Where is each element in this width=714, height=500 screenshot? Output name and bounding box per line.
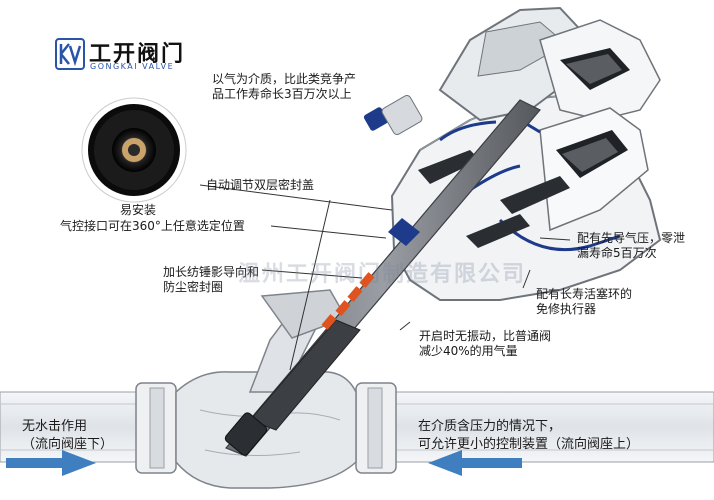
air-port-photo bbox=[81, 97, 187, 203]
note-line: 以气为介质，比此类竞争产 bbox=[212, 72, 357, 86]
note-air-medium: 以气为介质，比此类竞争产 品工作寿命长3百万次以上 bbox=[212, 72, 356, 102]
note-line: 可允许更小的控制装置（流向阀座上） bbox=[418, 437, 640, 452]
note-line: 开启时无振动，比普通阀 bbox=[419, 329, 552, 343]
actuator-housing bbox=[363, 6, 662, 301]
note-line: 配有长寿活塞环的 bbox=[536, 287, 633, 301]
note-line: 漏寿命5百万次 bbox=[577, 246, 657, 260]
note-easy-install-title: 易安装 bbox=[108, 203, 168, 218]
valve-stem bbox=[224, 99, 541, 457]
note-no-water-hammer: 无水击作用 （流向阀座下） bbox=[22, 418, 113, 454]
note-line: 防尘密封圈 bbox=[163, 280, 224, 294]
note-easy-install: 气控接口可在360°上任意选定位置 bbox=[60, 219, 245, 234]
note-line: 无水击作用 bbox=[22, 419, 88, 434]
callout-lines bbox=[199, 184, 571, 371]
note-auto-seal: 自动调节双层密封盖 bbox=[206, 178, 315, 192]
note-line: 在介质含压力的情况下， bbox=[418, 419, 562, 434]
kv-logo-icon bbox=[55, 38, 85, 70]
brand-logo: 工开阀门 GONGKAI VALVE bbox=[55, 38, 205, 76]
note-pressure-media: 在介质含压力的情况下， 可允许更小的控制装置（流向阀座上） bbox=[418, 418, 639, 454]
brand-name-en: GONGKAI VALVE bbox=[90, 62, 175, 71]
note-line: 加长纺锤影导向和 bbox=[163, 265, 260, 279]
flow-arrow-right bbox=[428, 450, 522, 476]
note-no-vibration: 开启时无振动，比普通阀 减少40%的用气量 bbox=[419, 329, 551, 359]
note-line: （流向阀座下） bbox=[22, 437, 114, 452]
note-line: 气控接口可在360°上任意选定位置 bbox=[60, 219, 245, 233]
note-long-stem: 加长纺锤影导向和 防尘密封圈 bbox=[163, 265, 259, 295]
note-pilot-pressure: 配有先导气压，零泄 漏寿命5百万次 bbox=[577, 231, 685, 261]
valve-body bbox=[0, 289, 714, 489]
brand-name-cn: 工开阀门 bbox=[89, 42, 186, 67]
note-line: 配有先导气压，零泄 bbox=[577, 231, 686, 245]
note-line: 减少40%的用气量 bbox=[419, 344, 518, 358]
note-piston-ring: 配有长寿活塞环的 免修执行器 bbox=[536, 287, 632, 317]
note-line: 免修执行器 bbox=[536, 302, 597, 316]
note-line: 品工作寿命长3百万次以上 bbox=[212, 87, 352, 101]
note-line: 易安装 bbox=[119, 203, 156, 217]
company-watermark: 温州工开阀门制造有限公司 bbox=[238, 262, 527, 287]
flow-arrow-left bbox=[6, 450, 96, 476]
